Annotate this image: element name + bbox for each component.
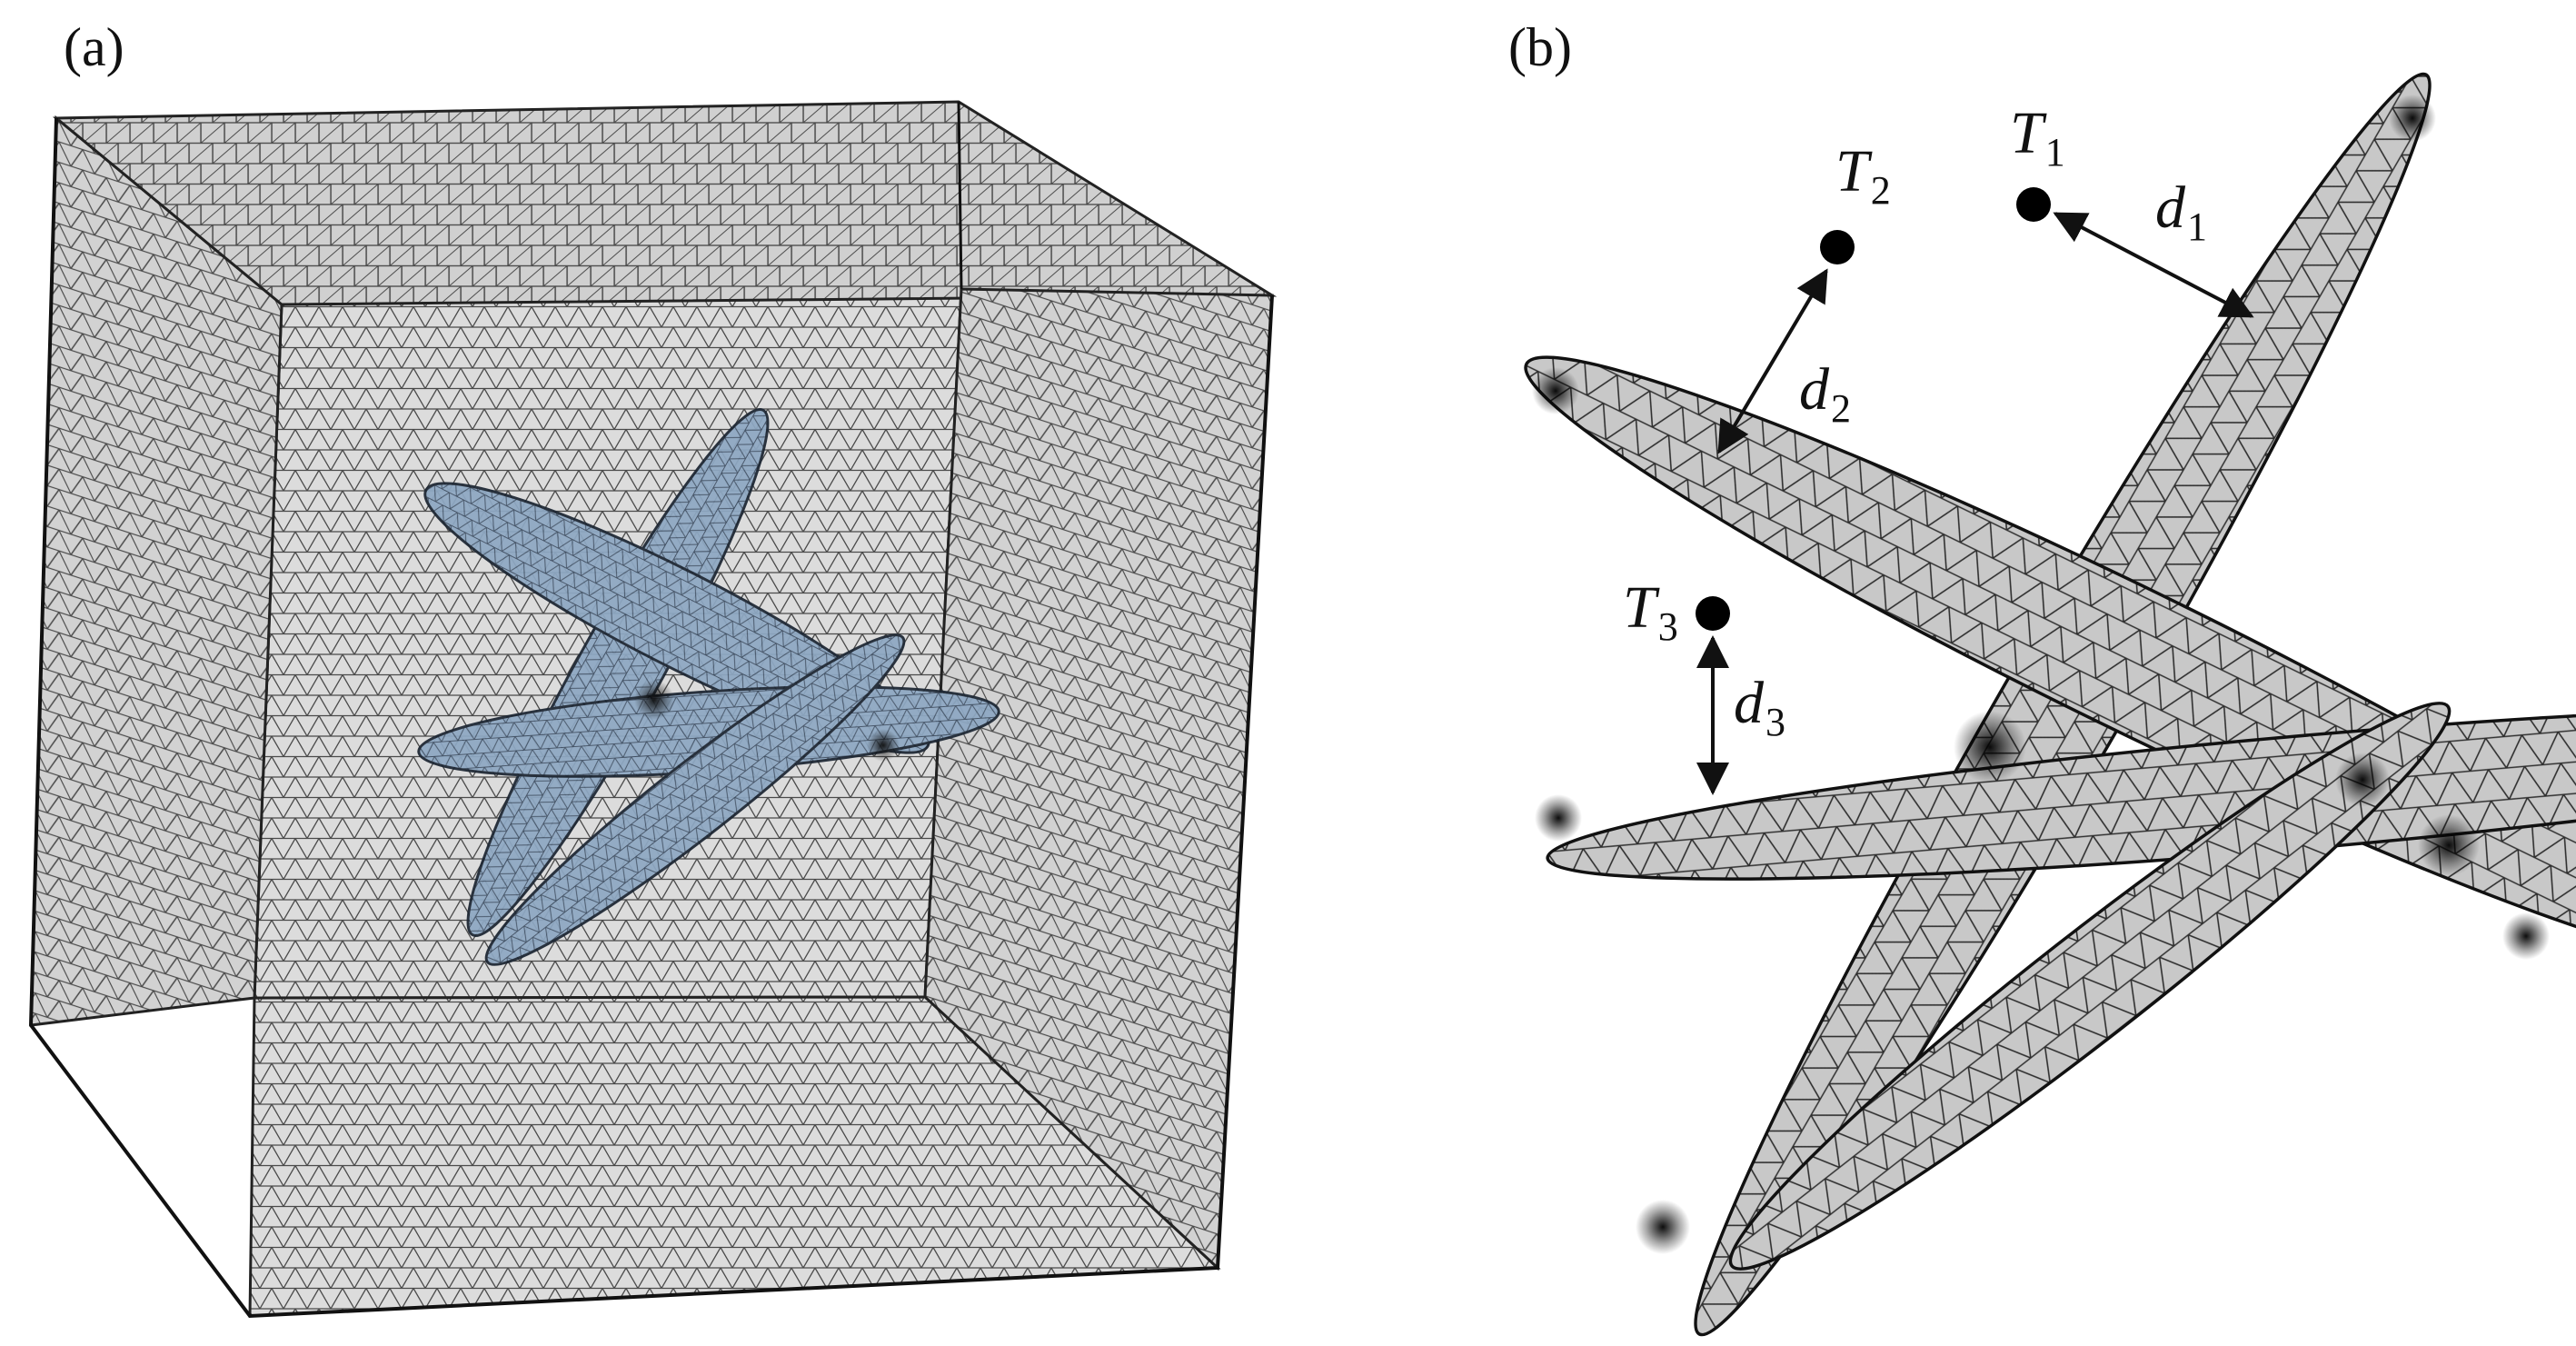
distance-d1-arrow bbox=[2053, 212, 2254, 318]
distance-d2-label: d2 bbox=[1799, 356, 1851, 431]
fractures-2d bbox=[1524, 72, 2576, 1337]
target-T1: T1 d1 bbox=[2010, 100, 2254, 318]
fracture-a-4 bbox=[484, 633, 906, 966]
distance-d1-label: d1 bbox=[2155, 174, 2207, 249]
fracture-b-tip-4 bbox=[2502, 912, 2550, 960]
panel-b-label: (b) bbox=[1508, 17, 1572, 77]
fracture-a-junction bbox=[634, 680, 674, 720]
fracture-b-tip-3 bbox=[1535, 794, 1582, 842]
target-T1-dot bbox=[2016, 187, 2051, 222]
fracture-b-junction-1 bbox=[1954, 711, 2026, 783]
target-T3-label: T3 bbox=[1623, 574, 1678, 649]
distance-d2-arrow bbox=[1717, 268, 1828, 454]
fracture-b-tip-2 bbox=[1532, 367, 1579, 414]
cube-front-edges bbox=[28, 117, 1274, 1319]
target-T3: T3 d3 bbox=[1623, 574, 1785, 795]
cube-mesh bbox=[28, 100, 1278, 1319]
fracture-b-4 bbox=[1728, 702, 2452, 1271]
distance-d3-label: d3 bbox=[1734, 670, 1785, 744]
target-T2-dot bbox=[1820, 230, 1855, 264]
fracture-b-2 bbox=[1524, 355, 2576, 962]
fracture-b-tip-5 bbox=[1636, 1200, 1690, 1254]
cube-hidden-edge bbox=[957, 101, 963, 290]
fracture-b-junction-2 bbox=[2335, 753, 2390, 807]
panel-a-label: (a) bbox=[64, 17, 124, 77]
target-T2: T2 d2 bbox=[1717, 138, 1891, 454]
fracture-b-tip-1 bbox=[2389, 95, 2436, 142]
target-T3-dot bbox=[1696, 596, 1730, 631]
fracture-a-junction-2 bbox=[867, 729, 900, 762]
target-T1-label: T1 bbox=[2010, 100, 2065, 174]
fractures-3d bbox=[417, 408, 1000, 966]
fracture-b-junction-3 bbox=[2418, 814, 2480, 876]
target-T2-label: T2 bbox=[1835, 138, 1891, 213]
